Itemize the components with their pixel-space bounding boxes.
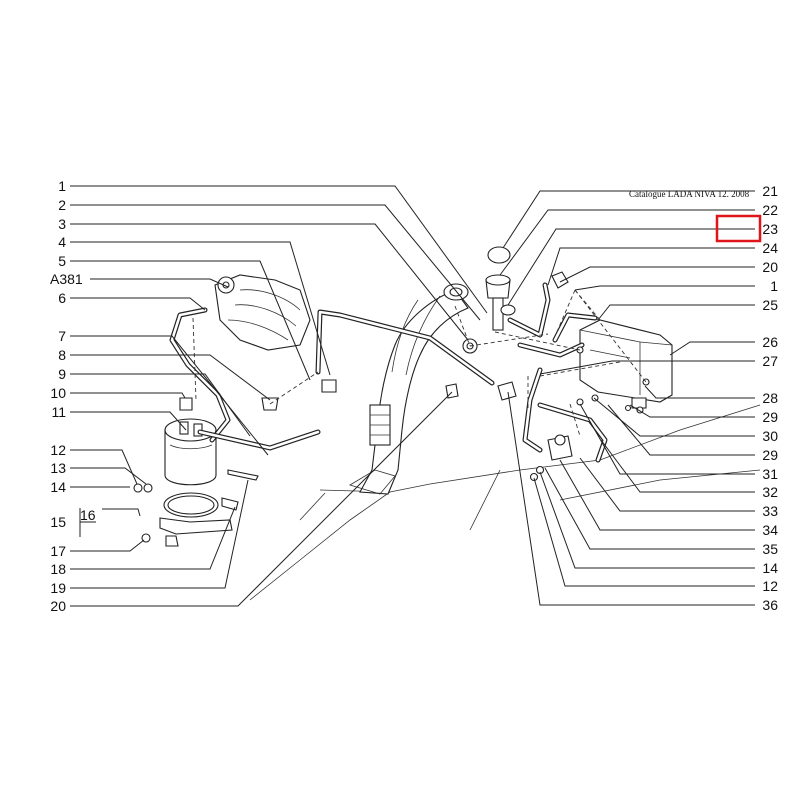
body-floor-panel [249,404,761,601]
leaders-right [499,190,755,606]
callout-label-left-20: 20 [50,598,66,614]
callout-label-right-9: 28 [762,390,778,406]
callout-label-left-7: 7 [58,328,66,344]
callout-label-right-13: 31 [762,466,778,482]
callout-label-right-16: 34 [762,522,778,538]
callout-label-left-3: 4 [58,234,66,250]
highlight-box [715,214,762,243]
callout-label-right-6: 25 [762,297,778,313]
callout-label-right-14: 32 [762,484,778,500]
cap-21 [487,246,511,264]
callout-label-right-19: 12 [762,578,778,594]
callout-label-left-5: A381 [50,271,83,287]
callout-label-right-5: 1 [770,278,778,294]
valve-assembly [485,246,569,331]
callout-label-right-3: 24 [762,240,778,256]
callout-label-right-20: 36 [762,597,778,613]
callout-label-right-10: 29 [762,409,778,425]
callout-label-left-18: 18 [50,561,66,577]
callout-label-right-18: 14 [762,560,778,576]
callout-label-left-12: 12 [50,442,66,458]
callout-label-left-14: 14 [50,479,66,495]
right-vent-pipes [507,282,608,463]
callout-label-right-11: 30 [762,428,778,444]
callout-label-left-13: 13 [50,460,66,476]
canister-bracket [133,469,259,547]
callout-label-left-10: 10 [50,385,66,401]
vapor-pipe-long [315,309,495,386]
callout-label-right-4: 20 [762,259,778,275]
callout-label-right-0: 21 [762,183,778,199]
callout-label-left-0: 1 [58,178,66,194]
callout-label-right-7: 26 [762,334,778,350]
callout-label-right-2: 23 [762,221,778,237]
callout-label-right-8: 27 [762,353,778,369]
fuel-filler-neck [349,283,469,495]
callout-label-left-17: 17 [50,543,66,559]
callout-label-right-15: 33 [762,503,778,519]
catalogue-caption: Catalogue LADA NIVA 12. 2008 [629,189,750,199]
callout-label-right-17: 35 [762,541,778,557]
callout-label-left-1: 2 [58,197,66,213]
labels-right: 21 22 23 24 20 1 25 26 27 28 29 30 29 31 32 33 34 35 14 12 3… [762,183,778,613]
leaders-left [70,185,488,607]
callout-label-left-16: 16 [80,507,96,523]
callout-label-left-9: 9 [58,366,66,382]
right-fasteners [445,338,650,482]
callout-label-right-1: 22 [762,202,778,218]
engine-block-fragment [214,274,311,351]
callout-label-right-12: 29 [762,447,778,463]
callout-label-left-19: 19 [50,580,66,596]
callout-label-left-8: 8 [58,347,66,363]
charcoal-canister [164,418,217,486]
callout-label-left-2: 3 [58,216,66,232]
callout-label-left-15: 15 [50,514,66,530]
left-fasteners [179,379,337,411]
callout-label-left-6: 6 [58,290,66,306]
callout-label-left-4: 5 [58,253,66,269]
callout-label-left-11: 11 [51,404,66,420]
